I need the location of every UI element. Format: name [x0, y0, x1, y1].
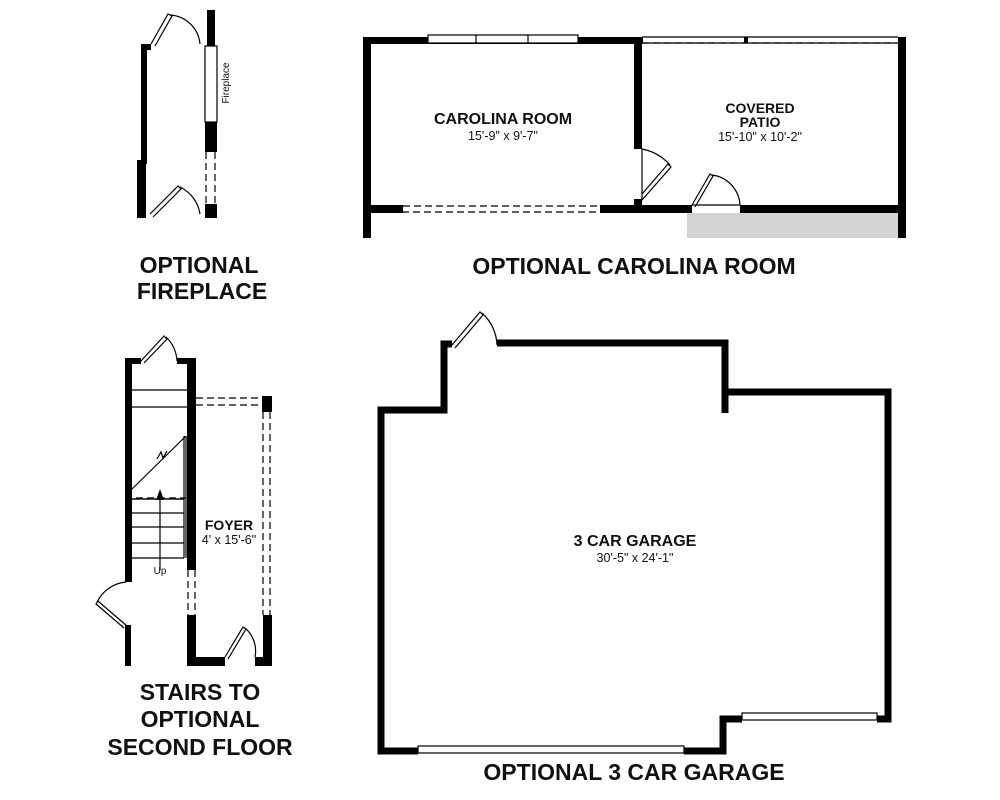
up-label: Up [154, 566, 167, 577]
garage-name: 3 CAR GARAGE [574, 533, 697, 550]
garage-door [417, 745, 685, 754]
stairs-caption-1: STAIRS TO [140, 679, 261, 705]
fireplace-label: Fireplace [221, 62, 232, 104]
carolina-room-name: CAROLINA ROOM [434, 111, 572, 128]
foyer-name: FOYER [205, 517, 253, 533]
patio-name-1: COVERED [725, 100, 794, 116]
door-icon [691, 173, 714, 208]
fireplace-caption-2: FIREPLACE [137, 278, 267, 304]
door-icon [140, 335, 168, 364]
garage-plan: 3 CAR GARAGE 30'-5" x 24'-1" OPTIONAL 3 … [377, 311, 892, 785]
window [427, 34, 579, 44]
patio-dims: 15'-10" x 10'-2" [718, 130, 802, 144]
fireplace-unit [204, 45, 218, 123]
patio-slab [687, 213, 899, 238]
carolina-room-plan: CAROLINA ROOM 15'-9" x 9'-7" COVERED PAT… [363, 34, 906, 279]
door-icon [149, 185, 182, 218]
garage-door [741, 712, 878, 721]
stairs-plan: Up FOYER 4' x 15'-6" STAIRS TO OPTIONAL … [95, 335, 293, 760]
carolina-room-dims: 15'-9" x 9'-7" [468, 129, 538, 143]
door-icon [95, 600, 128, 629]
fireplace-caption-1: OPTIONAL [140, 252, 259, 278]
door-icon [224, 626, 247, 660]
up-arrow-icon [156, 489, 164, 500]
foyer-dims: 4' x 15'-6" [202, 533, 256, 547]
garage-dims: 30'-5" x 24'-1" [597, 551, 674, 565]
door-icon [451, 311, 484, 349]
garage-caption: OPTIONAL 3 CAR GARAGE [483, 759, 784, 785]
stairs-caption-2: OPTIONAL [141, 706, 260, 732]
patio-name-2: PATIO [740, 114, 781, 130]
fireplace-plan: Fireplace OPTIONAL FIREPLACE [137, 10, 267, 304]
door-icon [150, 13, 173, 47]
carolina-caption: OPTIONAL CAROLINA ROOM [472, 253, 795, 279]
stairs-caption-3: SECOND FLOOR [107, 734, 293, 760]
door-icon [641, 148, 671, 166]
